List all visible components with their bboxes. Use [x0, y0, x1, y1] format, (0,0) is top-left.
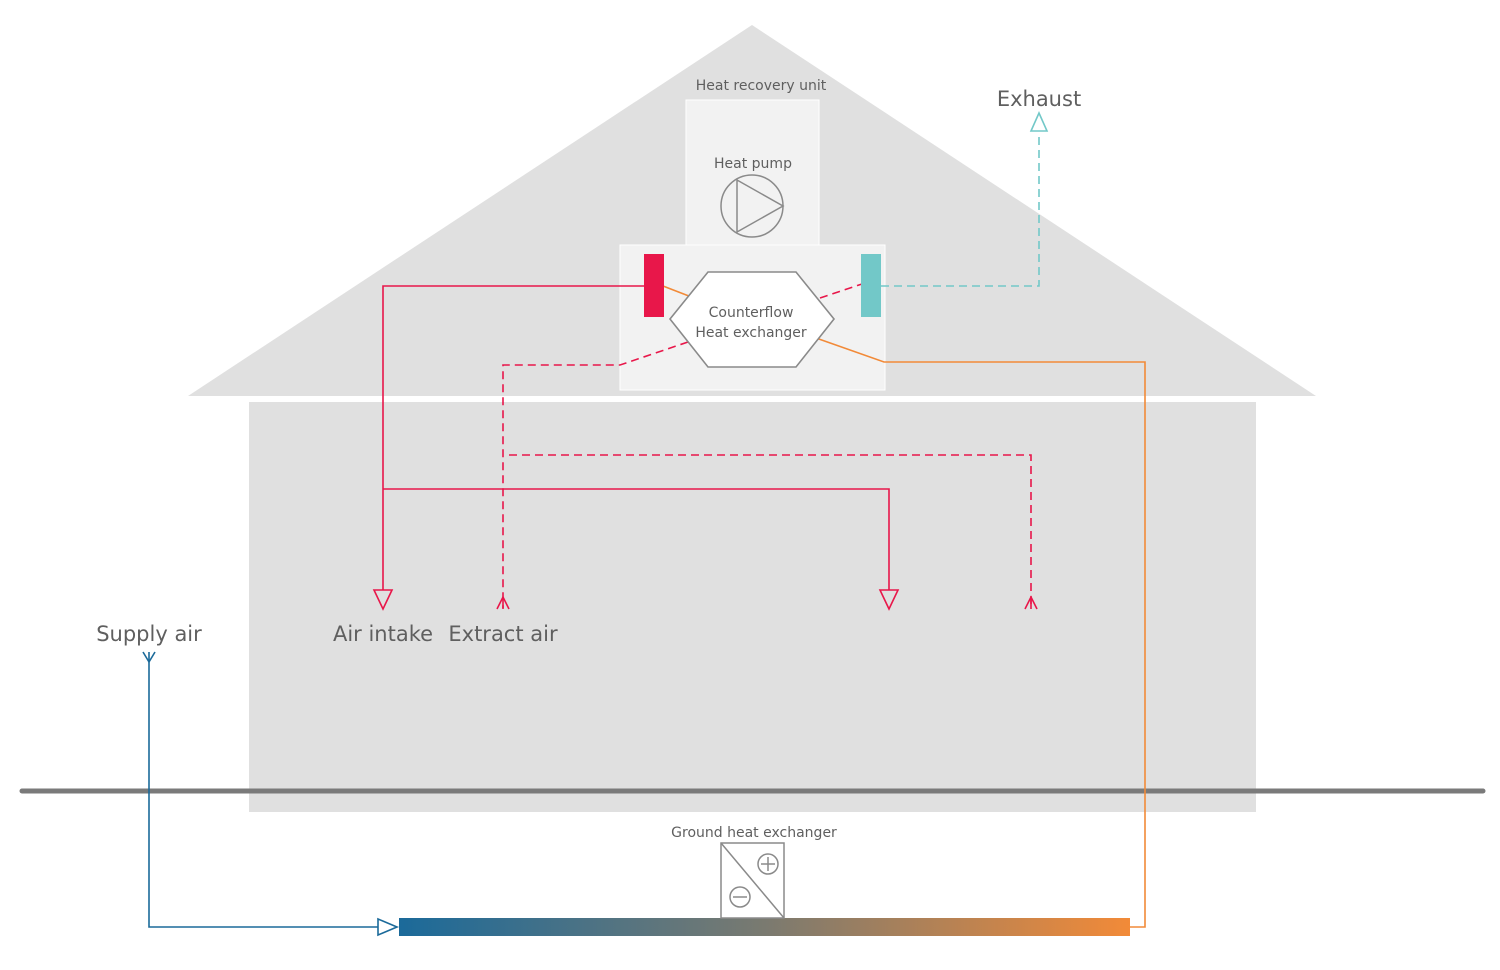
- extract-air-line: [502, 341, 1032, 608]
- counterflow-heat-exchanger: [668, 271, 836, 368]
- supply-air-line: [142, 651, 378, 928]
- air-intake-arrow-icon: [372, 589, 394, 611]
- exhaust-line: [881, 132, 1040, 287]
- extract-air-label: Extract air: [448, 622, 558, 646]
- room-extract-arrow-icon: [1024, 595, 1038, 610]
- heat-pump-icon: [720, 174, 785, 238]
- exhaust-arrow-icon: [1029, 111, 1049, 132]
- room-supply-arrow-icon: [878, 589, 900, 611]
- exhaust-link-dashed: [819, 283, 863, 299]
- heat-pump-housing: [685, 99, 820, 247]
- extract-air-arrow-icon: [496, 595, 510, 610]
- ground-pipe: [399, 918, 1130, 936]
- supply-air-label: Supply air: [96, 622, 202, 646]
- air-intake-label: Air intake: [333, 622, 433, 646]
- supply-air-arrow-icon: [377, 917, 400, 937]
- supply-filter-red: [644, 254, 664, 317]
- exhaust-label: Exhaust: [997, 87, 1081, 111]
- ground-heat-exchanger-icon: [720, 842, 785, 919]
- counterflow-label-line1: Counterflow: [709, 305, 794, 321]
- counterflow-label-line2: Heat exchanger: [695, 325, 807, 341]
- heat-recovery-unit-label: Heat recovery unit: [696, 78, 827, 94]
- air-intake-line: [382, 285, 890, 596]
- ground-heat-exchanger-label: Ground heat exchanger: [671, 825, 837, 841]
- exhaust-filter-teal: [861, 254, 881, 317]
- house-body: [249, 402, 1256, 812]
- heat-pump-label: Heat pump: [714, 156, 792, 172]
